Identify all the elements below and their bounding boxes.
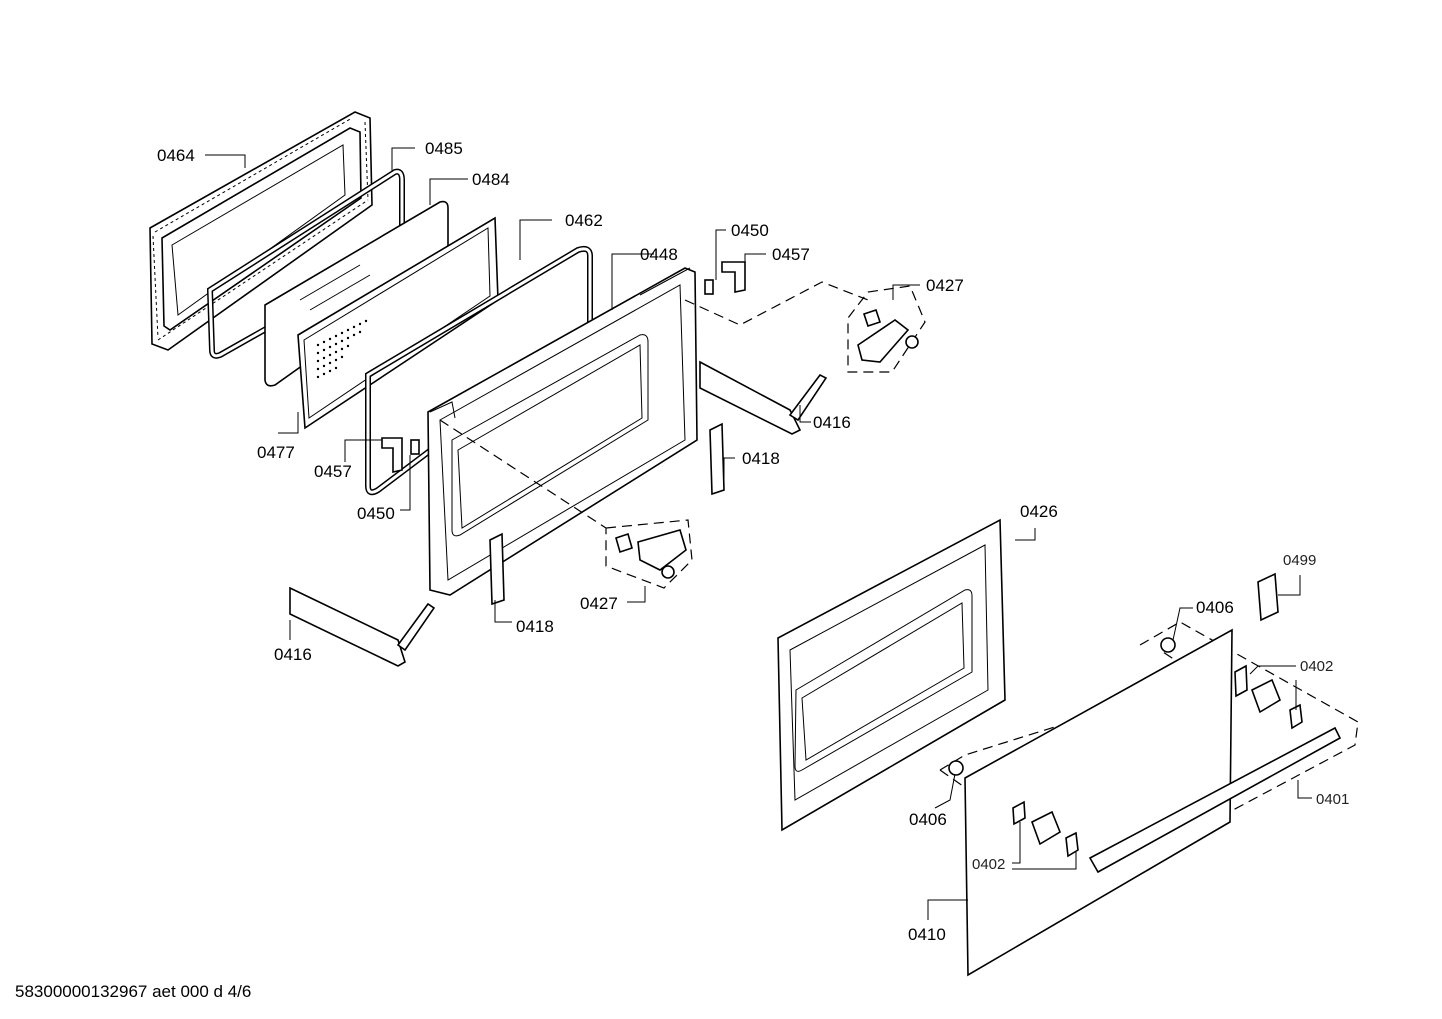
label-0418-upper: 0418 [742,449,780,468]
label-0410: 0410 [908,925,946,944]
part-0464-frame [149,111,373,351]
part-0406-cap-upper [1160,637,1176,653]
label-0464: 0464 [157,146,195,165]
label-0416-upper: 0416 [813,413,851,432]
part-0402-mount-upper [1234,664,1303,730]
label-0484: 0484 [472,170,510,189]
label-0485: 0485 [425,139,463,158]
part-0410-outer-door [964,628,1233,977]
label-0402-lower: 0402 [972,856,1005,873]
part-0457-bracket-lower [381,437,403,473]
part-0450-clip-upper [704,279,714,295]
label-0450-lower: 0450 [357,504,395,523]
label-0462: 0462 [565,211,603,230]
leader-lines [205,147,1312,920]
label-0457-lower: 0457 [314,462,352,481]
part-0427-hinge-lower [605,519,693,589]
part-0450-clip-lower [410,439,420,455]
label-0426: 0426 [1020,502,1058,521]
label-0416-lower: 0416 [274,645,312,664]
label-0499: 0499 [1283,552,1316,569]
part-0401-handle [1088,726,1342,874]
part-0457-bracket-upper [721,261,746,293]
drawing-reference-footer: 58300000132967 aet 000 d 4/6 [15,982,251,1001]
label-0427-upper: 0427 [926,276,964,295]
label-0406-lower: 0406 [909,810,947,829]
part-0418-bracket-lower [489,532,505,606]
label-0477: 0477 [257,443,295,462]
part-0416-hinge-arm-lower [289,586,436,667]
label-0427-lower: 0427 [580,594,618,613]
part-0418-bracket-upper [709,422,725,496]
label-0457-upper: 0457 [772,245,810,264]
part-0416-hinge-arm-upper [699,360,828,435]
part-0427-hinge-upper [847,285,926,373]
part-0426-inner-panel [777,518,1006,832]
part-0448-door-frame [427,267,698,596]
part-0402-mount-lower [1012,800,1079,858]
label-0402-upper: 0402 [1300,658,1333,675]
label-0418-lower: 0418 [516,617,554,636]
label-0406-upper: 0406 [1196,598,1234,617]
label-0450-upper: 0450 [731,221,769,240]
label-0448: 0448 [640,245,678,264]
part-0406-cap-lower [948,760,964,776]
part-labels: 0464 0485 0484 0462 0448 0450 0457 0427 … [157,139,1349,944]
label-0401: 0401 [1316,791,1349,808]
part-0499-label [1257,572,1279,622]
